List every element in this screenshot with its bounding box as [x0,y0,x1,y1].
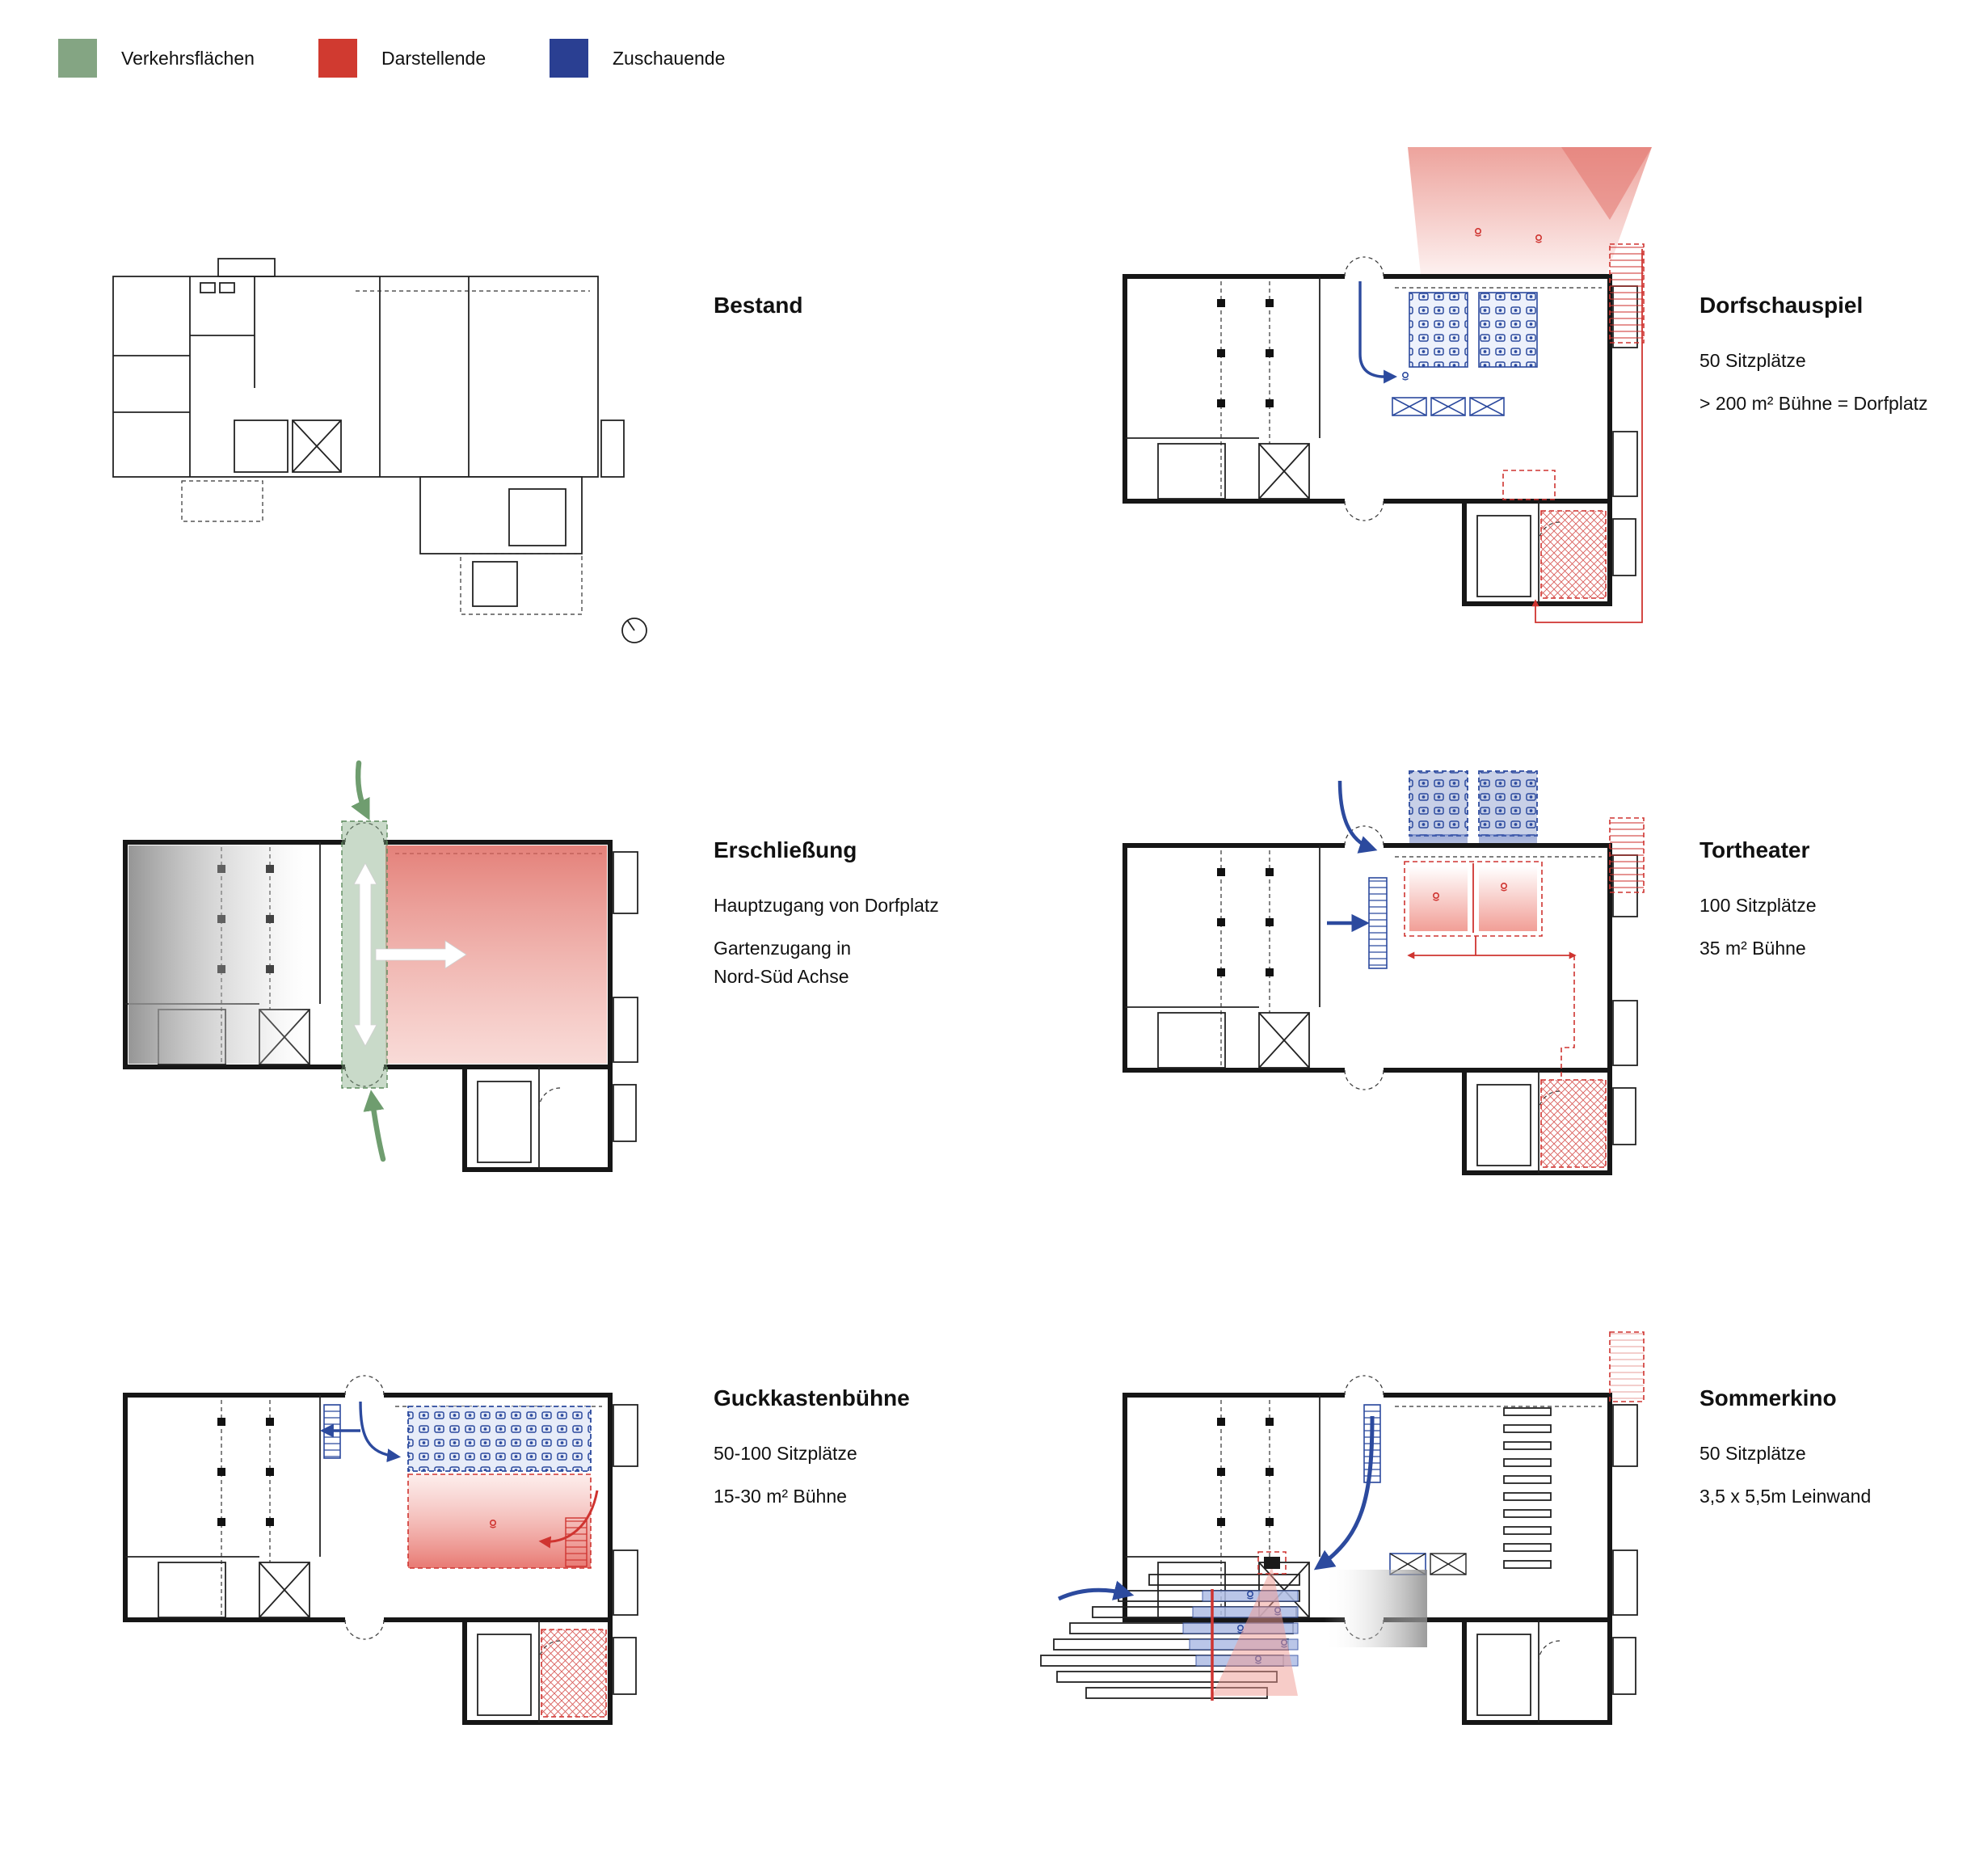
guckkastenbuehne-floor-plan [103,1364,669,1817]
panel-line: Nord-Süd Achse [714,966,849,987]
backstage-room [1540,510,1607,599]
stage-area-dorfplatz [1408,147,1652,275]
audience-entry-arrow [1337,780,1378,854]
panel-line: 35 m² Bühne [1699,938,1806,959]
panel-line: 3,5 x 5,5m Leinwand [1699,1486,1872,1507]
audience-exit-arrow [1313,1415,1375,1571]
panel-line: Gartenzugang in [714,938,852,959]
backstage-room [541,1629,607,1718]
stage-area [1404,861,1543,937]
performer-route [1407,936,1577,1080]
panel-title-tortheater: Tortheater [1699,837,1810,862]
panel-text-dorfschauspiel: Dorfschauspiel 50 Sitzplätze > 200 m² Bü… [1699,293,1988,433]
performer-route [1502,249,1643,623]
main-entrance-arrow [351,760,370,820]
stacked-chairs [1503,1407,1552,1569]
panel-line: 50 Sitzplätze [1699,350,1806,371]
panel-text-erschliessung: Erschließung Hauptzugang von Dorfplatz G… [714,837,1053,1006]
equipment-tower [1609,1331,1645,1402]
panel-title-dorfschauspiel: Dorfschauspiel [1699,293,1864,318]
legend-swatch-zuschauende [550,39,588,78]
tortheater-floor-plan [1083,770,1645,1229]
panel-line: 50 Sitzplätze [1699,1443,1806,1464]
audience-outside-arrow [1057,1580,1135,1601]
legend-label-zuschauende: Zuschauende [613,47,726,69]
folded-seating-rack [1368,877,1388,969]
audience-entry-arrow [359,1401,402,1463]
panel-line: > 200 m² Bühne = Dorfplatz [1699,393,1928,414]
legend-item-darstellende: Darstellende [318,39,486,78]
panel-title-bestand: Bestand [714,293,803,318]
performer-entry-arrow [538,1490,599,1549]
trestle-tables [1389,1553,1467,1575]
panel-line: 50-100 Sitzplätze [714,1443,857,1464]
legend-label-verkehrsflaechen: Verkehrsflächen [121,47,255,69]
backstage-tower [1609,817,1645,893]
service-zone [128,845,320,1064]
panel-text-sommerkino: Sommerkino 50 Sitzplätze 3,5 x 5,5m Lein… [1699,1385,1988,1526]
north-arrow-icon [621,618,647,643]
panel-title-sommerkino: Sommerkino [1699,1385,1837,1410]
legend-swatch-verkehrsflaechen [58,39,97,78]
panel-title-guckkastenbuehne: Guckkastenbühne [714,1385,910,1410]
open-door-zone [1324,1570,1427,1647]
projection-cone [1212,1566,1298,1696]
backstage-room [1540,1079,1607,1168]
panel-line: 100 Sitzplätze [1699,895,1817,916]
sommerkino-floor-plan [1040,1331,1645,1841]
stage-ladder [565,1517,588,1567]
legend-swatch-darstellende [318,39,357,78]
panel-line: Hauptzugang von Dorfplatz [714,895,939,916]
circulation-band [341,820,467,1089]
audience-seating [407,1406,592,1472]
backstage-tower [1609,243,1645,344]
legend-item-zuschauende: Zuschauende [550,39,725,78]
trestle-tables [1392,397,1505,416]
panel-text-guckkastenbuehne: Guckkastenbühne 50-100 Sitzplätze 15-30 … [714,1385,1053,1526]
panel-title-erschliessung: Erschließung [714,837,857,862]
stage-area [407,1474,592,1569]
legend-label-darstellende: Darstellende [381,47,486,69]
garden-entrance-arrow [363,1090,386,1162]
panel-text-tortheater: Tortheater 100 Sitzplätze 35 m² Bühne [1699,837,1988,978]
folded-seating-rack [323,1404,341,1459]
dorfschauspiel-floor-plan [1083,147,1652,623]
projector-icon [1257,1551,1287,1575]
audience-entry-arrow [1358,281,1398,384]
audience-seating [1409,292,1538,368]
panel-text-bestand: Bestand [714,293,1053,348]
legend-item-verkehrsflaechen: Verkehrsflächen [58,39,255,78]
erschliessung-floor-plan [103,760,669,1219]
panel-line: 15-30 m² Bühne [714,1486,847,1507]
bestand-floor-plan [112,258,647,643]
